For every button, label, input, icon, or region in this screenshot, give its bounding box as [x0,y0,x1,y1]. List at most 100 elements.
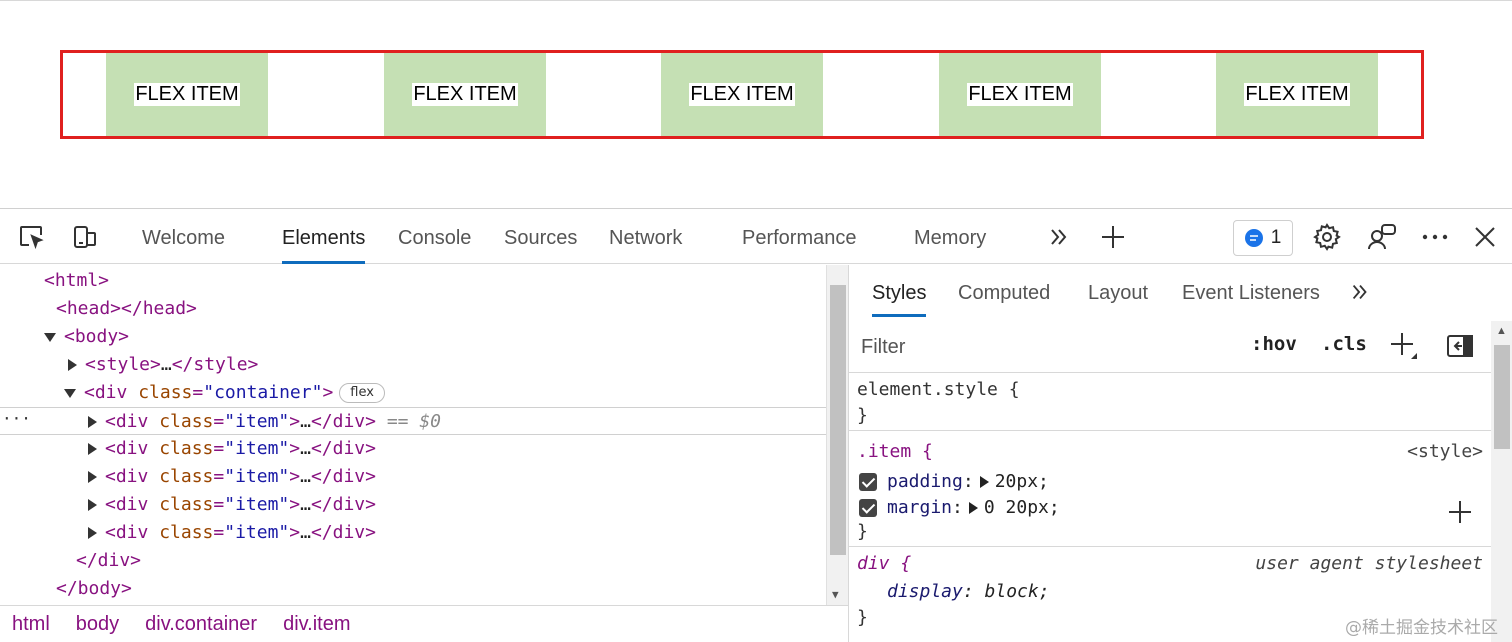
more-tabs-icon[interactable] [1044,222,1074,252]
style-source-link[interactable]: <style> [1407,441,1483,462]
tab-welcome[interactable]: Welcome [142,227,225,249]
feedback-icon[interactable] [1367,222,1397,252]
tab-layout[interactable]: Layout [1088,282,1149,304]
tab-network[interactable]: Network [609,227,683,249]
flex-item-label: FLEX ITEM [134,83,240,106]
dom-node-body[interactable]: <body> [0,323,826,351]
expand-triangle-icon[interactable] [88,443,97,455]
margin-checkbox[interactable] [859,499,877,517]
collapse-triangle-icon[interactable] [44,332,56,342]
breadcrumb-div-item[interactable]: div.item [283,613,351,635]
breadcrumb-body[interactable]: body [75,613,120,635]
div-user-agent-rule: div { user agent stylesheet display: blo… [857,553,1483,628]
expand-triangle-icon[interactable] [68,359,77,371]
styles-filter-input[interactable] [861,333,1221,361]
padding-checkbox[interactable] [859,473,877,491]
tab-event-listeners[interactable]: Event Listeners [1182,282,1320,304]
scrollbar-thumb[interactable] [830,285,846,555]
tab-performance[interactable]: Performance [742,227,857,249]
more-dots-icon[interactable]: ··· [2,409,31,428]
flex-container: FLEX ITEM FLEX ITEM FLEX ITEM FLEX ITEM … [60,50,1424,139]
display-property-name: display [887,581,963,602]
expand-triangle-icon[interactable] [88,471,97,483]
issues-count: 1 [1270,227,1282,248]
add-property-icon[interactable] [1445,497,1475,527]
devtools-panel: Welcome Elements Console Sources Network… [0,208,1512,642]
expand-triangle-icon[interactable] [88,499,97,511]
hov-toggle-button[interactable]: :hov [1251,333,1297,355]
flex-badge[interactable]: flex [339,383,385,403]
dom-node-style[interactable]: <style>…</style> [0,351,826,379]
new-style-rule-icon[interactable] [1389,331,1419,361]
cls-toggle-button[interactable]: .cls [1321,333,1367,355]
item-selector[interactable]: .item { [857,441,933,462]
tab-memory[interactable]: Memory [914,227,987,249]
dom-scrollbar[interactable]: ▼ [826,265,848,605]
flex-item-label: FLEX ITEM [689,83,795,106]
issues-button[interactable]: 1 [1233,220,1293,256]
div-selector[interactable]: div { [857,553,912,574]
expand-triangle-icon[interactable] [88,416,97,428]
device-emulation-icon[interactable] [70,222,100,252]
user-agent-stylesheet-label: user agent stylesheet [1255,553,1483,574]
padding-property-name[interactable]: padding [887,471,963,492]
dom-node-html[interactable]: <html> [44,270,110,291]
dom-node-item[interactable]: <div class="item">…</div> [0,491,826,519]
watermark: @稀土掘金技术社区 [1345,618,1498,638]
styles-tabbar: Styles Computed Layout Event Listeners [849,265,1512,317]
dom-node-body-close[interactable]: </body> [56,578,132,599]
breadcrumb-html[interactable]: html [12,613,50,635]
dom-tree: <html> <head></head> <body> <style>…</st… [0,265,848,605]
tab-computed[interactable]: Computed [958,282,1051,304]
tab-styles[interactable]: Styles [872,265,927,317]
flex-item-label: FLEX ITEM [967,83,1073,106]
collapse-triangle-icon[interactable] [64,388,76,398]
dom-node-item[interactable]: <div class="item">…</div> [0,463,826,491]
dom-node-item[interactable]: <div class="item">…</div> [0,519,826,547]
margin-property-value[interactable]: 0 20px; [983,497,1060,518]
flex-item: FLEX ITEM [384,53,546,136]
flex-item: FLEX ITEM [1216,53,1378,136]
settings-gear-icon[interactable] [1312,222,1342,252]
tab-sources[interactable]: Sources [504,227,578,249]
scroll-up-icon[interactable]: ▲ [1496,325,1507,337]
dom-node-container-close[interactable]: </div> [76,550,142,571]
dom-node-head[interactable]: <head></head> [56,298,197,319]
expand-triangle-icon[interactable] [88,527,97,539]
scrollbar-thumb[interactable] [1494,345,1510,449]
dom-node-container[interactable]: <div class="container">flex [0,379,826,407]
flex-item-label: FLEX ITEM [412,83,518,106]
display-property-value: block; [984,581,1050,602]
tab-elements[interactable]: Elements [282,209,366,264]
selected-marker: == $0 [386,411,442,432]
element-style-selector[interactable]: element.style { [857,379,1020,400]
expand-value-triangle-icon[interactable] [979,476,989,488]
more-options-icon[interactable] [1420,222,1450,252]
item-style-rule: .item { <style> padding:20px; margin:0 2… [849,431,1491,547]
breadcrumb: html body div.container div.item [0,605,848,642]
flex-item: FLEX ITEM [661,53,823,136]
flex-item: FLEX ITEM [106,53,268,136]
close-brace: } [857,607,868,628]
devtools-toolbar: Welcome Elements Console Sources Network… [0,209,1512,264]
add-tab-icon[interactable] [1098,222,1128,252]
dom-node-item-selected[interactable]: ··· <div class="item">…</div> == $0 [0,407,826,435]
inspect-element-icon[interactable] [16,222,46,252]
styles-scrollbar[interactable]: ▲ [1491,321,1512,642]
toggle-sidebar-icon[interactable] [1445,331,1475,361]
padding-property-value[interactable]: 20px; [994,471,1049,492]
margin-property-name[interactable]: margin [887,497,953,518]
close-icon[interactable] [1470,222,1500,252]
more-tabs-icon[interactable] [1345,277,1375,307]
tab-console[interactable]: Console [398,227,472,249]
flex-item-label: FLEX ITEM [1244,83,1350,106]
dom-node-item[interactable]: <div class="item">…</div> [0,435,826,463]
element-style-rule: element.style { } [849,375,1491,431]
styles-pane: Styles Computed Layout Event Listeners :… [848,265,1512,642]
close-brace: } [857,521,868,542]
chat-bubble-icon [1244,229,1263,247]
expand-value-triangle-icon[interactable] [968,502,978,514]
breadcrumb-div-container[interactable]: div.container [145,613,258,635]
scroll-down-icon[interactable]: ▼ [832,588,839,601]
